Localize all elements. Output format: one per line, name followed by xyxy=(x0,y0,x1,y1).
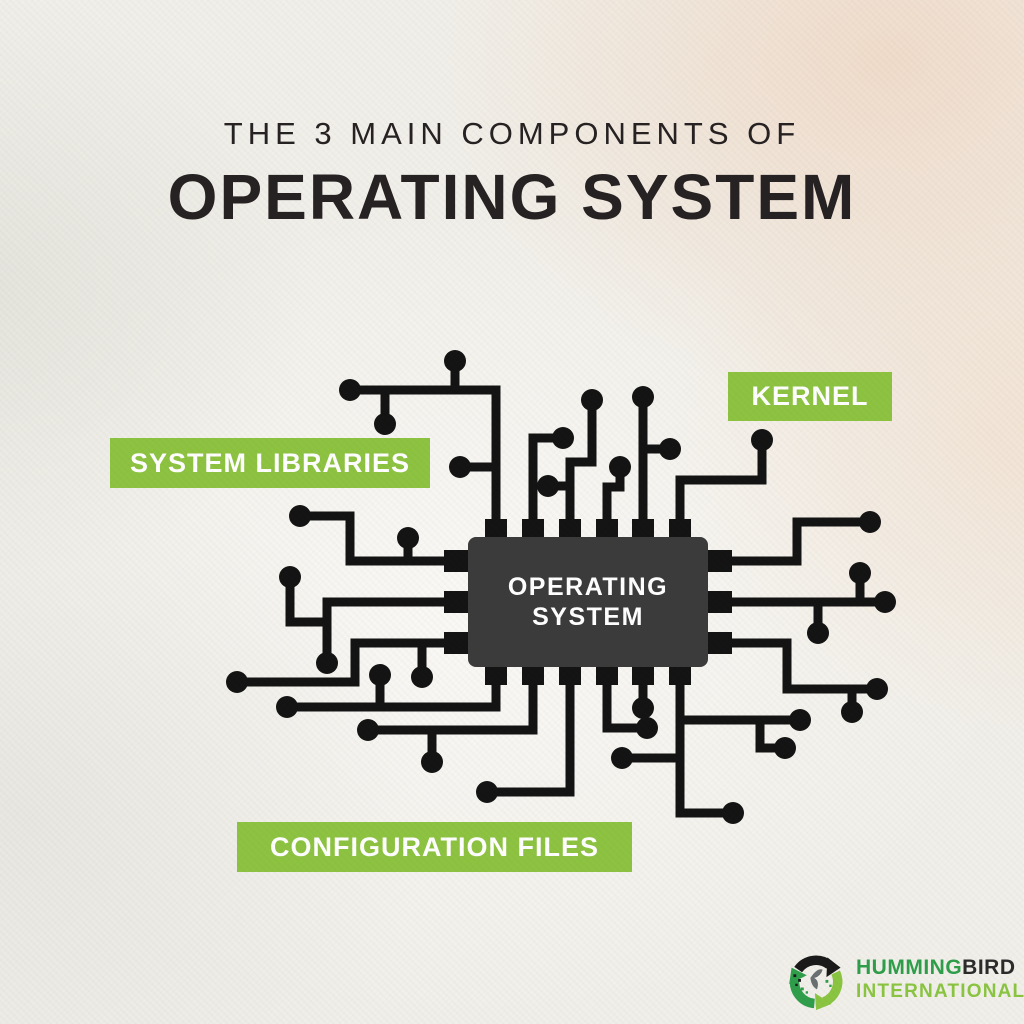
label-system-libraries: SYSTEM LIBRARIES xyxy=(110,438,430,488)
brand-name: HUMMINGBIRD xyxy=(856,957,1024,978)
brand-subname: INTERNATIONAL xyxy=(856,981,1024,1002)
brand-name-humming: HUMMING xyxy=(856,956,963,979)
brand-logo: HUMMINGBIRD INTERNATIONAL xyxy=(784,942,1024,1016)
subtitle: THE 3 MAIN COMPONENTS OF xyxy=(223,116,801,151)
os-chip-label: OPERATING SYSTEM xyxy=(468,537,708,667)
hummingbird-recycle-icon xyxy=(789,955,843,1011)
os-chip-label-line2: SYSTEM xyxy=(532,603,644,631)
os-chip xyxy=(468,537,708,667)
os-chip-label-line1: OPERATING xyxy=(507,573,669,601)
chip-pins xyxy=(444,519,732,685)
brand-logo-text: HUMMINGBIRD INTERNATIONAL xyxy=(856,957,1024,1001)
label-configuration-files: CONFIGURATION FILES xyxy=(237,822,632,872)
label-kernel: KERNEL xyxy=(728,372,892,421)
circuit-node-dots xyxy=(226,350,896,824)
brand-name-bird: BIRD xyxy=(962,956,1016,979)
page-title: OPERATING SYSTEM xyxy=(167,161,857,233)
